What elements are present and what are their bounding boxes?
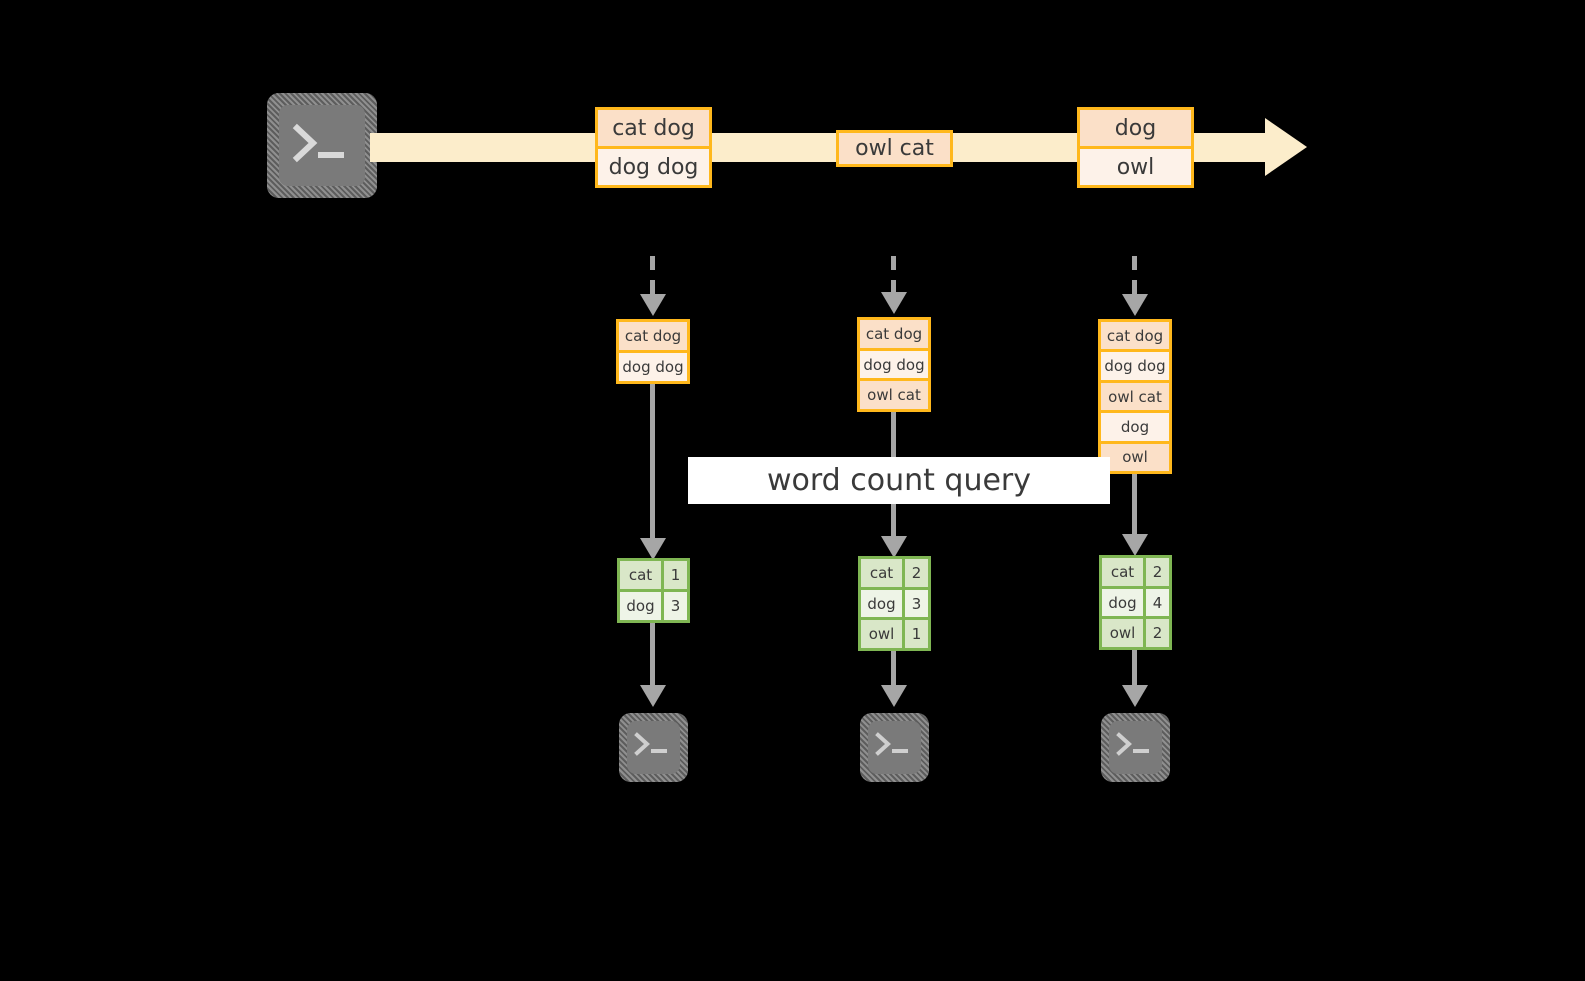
query-label: word count query (688, 457, 1110, 504)
stream-record-3: dog owl (1077, 107, 1194, 188)
accumulated-line: dog dog (860, 347, 928, 379)
batch-3-sink-terminal-icon (1101, 713, 1170, 782)
stream-record-line: owl (1080, 146, 1191, 185)
terminal-body (627, 721, 680, 774)
result-word: cat (861, 559, 905, 587)
terminal-body (1109, 721, 1162, 774)
batch-2-result-table: cat 2 dog 3 owl 1 (858, 556, 931, 651)
terminal-prompt-icon (634, 732, 667, 756)
result-count: 3 (664, 592, 687, 620)
accumulated-line: dog dog (1101, 349, 1169, 380)
result-word: cat (1102, 558, 1146, 586)
terminal-body (279, 105, 365, 186)
batch-1-sink-arrowhead (640, 685, 666, 707)
result-word: dog (861, 589, 905, 618)
stream-record-line: dog dog (598, 146, 709, 185)
result-count: 4 (1146, 588, 1169, 617)
batch-1-result-table: cat 1 dog 3 (617, 558, 690, 623)
accumulated-line: owl cat (860, 378, 928, 410)
batch-1-query-arrowhead (640, 538, 666, 560)
batch-3-sink-arrowhead (1122, 685, 1148, 707)
batch-3-ingest-connector (1132, 256, 1137, 298)
result-count: 2 (905, 559, 928, 587)
stream-record-2: owl cat (836, 130, 953, 167)
result-count: 1 (905, 620, 928, 649)
result-row: dog 3 (620, 589, 687, 620)
batch-2-sink-terminal-icon (860, 713, 929, 782)
result-row: owl 2 (1102, 616, 1169, 648)
result-row: owl 1 (861, 617, 928, 649)
batch-2-query-arrowhead (881, 536, 907, 558)
result-count: 3 (905, 589, 928, 618)
terminal-prompt-icon (292, 123, 344, 163)
accumulated-line: owl (1101, 440, 1169, 472)
batch-2-sink-connector (891, 651, 896, 689)
batch-3-sink-connector (1132, 650, 1137, 689)
batch-3-result-table: cat 2 dog 4 owl 2 (1099, 555, 1172, 650)
batch-1-sink-terminal-icon (619, 713, 688, 782)
batch-1-accumulated-lines: cat dog dog dog (616, 319, 690, 384)
batch-3-query-connector (1132, 474, 1137, 538)
result-count: 2 (1146, 558, 1169, 586)
batch-2-ingest-connector (891, 256, 896, 298)
stream-record-line: cat dog (598, 110, 709, 146)
result-row: cat 2 (861, 559, 928, 587)
result-word: owl (1102, 619, 1146, 648)
result-row: dog 4 (1102, 585, 1169, 617)
batch-2-accumulated-lines: cat dog dog dog owl cat (857, 317, 931, 412)
batch-2-ingest-arrowhead (881, 292, 907, 314)
batch-1-query-connector (650, 384, 655, 542)
batch-1-ingest-arrowhead (640, 294, 666, 316)
result-word: owl (861, 620, 905, 649)
result-count: 2 (1146, 619, 1169, 648)
accumulated-line: cat dog (1101, 322, 1169, 350)
batch-3-ingest-arrowhead (1122, 294, 1148, 316)
accumulated-line: owl cat (1101, 379, 1169, 411)
result-word: dog (1102, 588, 1146, 617)
accumulated-line: dog dog (619, 350, 687, 381)
result-row: cat 1 (620, 561, 687, 589)
stream-record-line: owl cat (839, 133, 950, 164)
stream-arrow-head (1265, 118, 1307, 176)
result-word: cat (620, 561, 664, 589)
result-count: 1 (664, 561, 687, 589)
accumulated-line: cat dog (619, 322, 687, 350)
accumulated-line: dog (1101, 410, 1169, 441)
result-row: dog 3 (861, 586, 928, 618)
source-terminal-icon (267, 93, 377, 198)
terminal-body (868, 721, 921, 774)
batch-3-accumulated-lines: cat dog dog dog owl cat dog owl (1098, 319, 1172, 474)
accumulated-line: cat dog (860, 320, 928, 348)
result-row: cat 2 (1102, 558, 1169, 586)
terminal-prompt-icon (875, 732, 908, 756)
terminal-prompt-icon (1116, 732, 1149, 756)
stream-record-1: cat dog dog dog (595, 107, 712, 188)
batch-2-sink-arrowhead (881, 685, 907, 707)
batch-3-query-arrowhead (1122, 534, 1148, 556)
result-word: dog (620, 592, 664, 620)
stream-record-line: dog (1080, 110, 1191, 146)
batch-1-ingest-connector (650, 256, 655, 298)
batch-1-sink-connector (650, 623, 655, 689)
